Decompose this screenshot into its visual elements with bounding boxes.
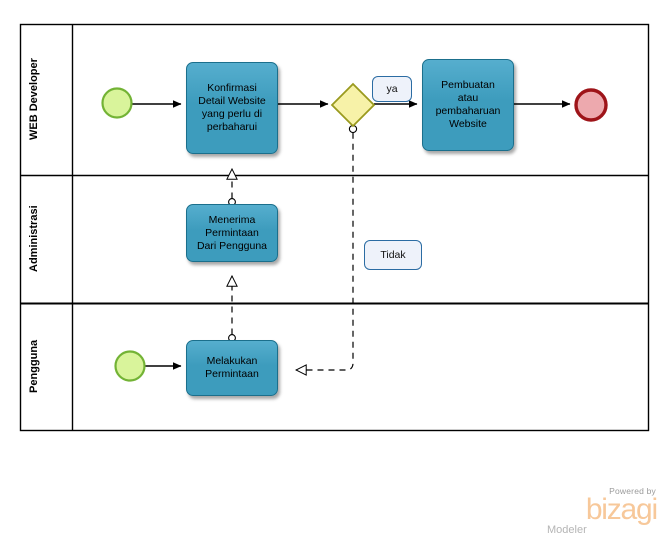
flow-label-ya[interactable]: ya	[372, 76, 412, 102]
lane-label-pengguna: Pengguna	[28, 339, 40, 394]
end-event-web-developer	[574, 88, 608, 122]
task-line: atau	[457, 92, 479, 104]
lane-label-web-developer: WEB Developer	[28, 58, 40, 141]
task-menerima-permintaan-dari-pengguna[interactable]: Menerima Permintaan Dari Pengguna	[186, 204, 278, 262]
task-line: perbaharui	[206, 121, 258, 133]
task-line: Dari Pengguna	[196, 239, 268, 252]
task-line: Konfirmasi	[207, 82, 257, 94]
task-line: yang perlu di	[201, 108, 263, 120]
task-line: Website	[449, 118, 487, 130]
logo-powered-by-text: Powered by	[609, 486, 656, 496]
msg-menerima-to-konfirmasi	[229, 169, 236, 206]
pool-frame	[19, 23, 650, 432]
logo-product-text: Modeler	[547, 524, 587, 536]
task-line: Melakukan	[206, 355, 258, 367]
task-line: Menerima	[208, 213, 256, 226]
task-line: Permintaan	[205, 226, 259, 239]
flow-label-tidak[interactable]: Tidak	[364, 240, 422, 270]
task-pembuatan-atau-pembaharuan-website[interactable]: Pembuatan atau pembaharuan Website	[422, 59, 514, 151]
message-flows	[229, 124, 358, 370]
exclusive-gateway	[330, 82, 376, 128]
task-line: Permintaan	[205, 368, 259, 380]
start-event-pengguna	[114, 350, 146, 382]
lane-label-administrasi: Administrasi	[28, 205, 40, 273]
events	[101, 87, 608, 382]
bizagi-logo: Powered by bizagi Modeler	[545, 486, 658, 536]
sequence-flows	[132, 100, 571, 370]
task-line: Pembuatan	[441, 79, 495, 91]
task-melakukan-permintaan[interactable]: Melakukan Permintaan	[186, 340, 278, 396]
start-event-web-developer	[101, 87, 133, 119]
logo-brand-text: bizagi	[585, 493, 658, 526]
task-line: pembaharuan	[435, 105, 501, 117]
task-line: Detail Website	[198, 95, 266, 107]
task-konfirmasi-detail-website[interactable]: Konfirmasi Detail Website yang perlu di …	[186, 62, 278, 154]
